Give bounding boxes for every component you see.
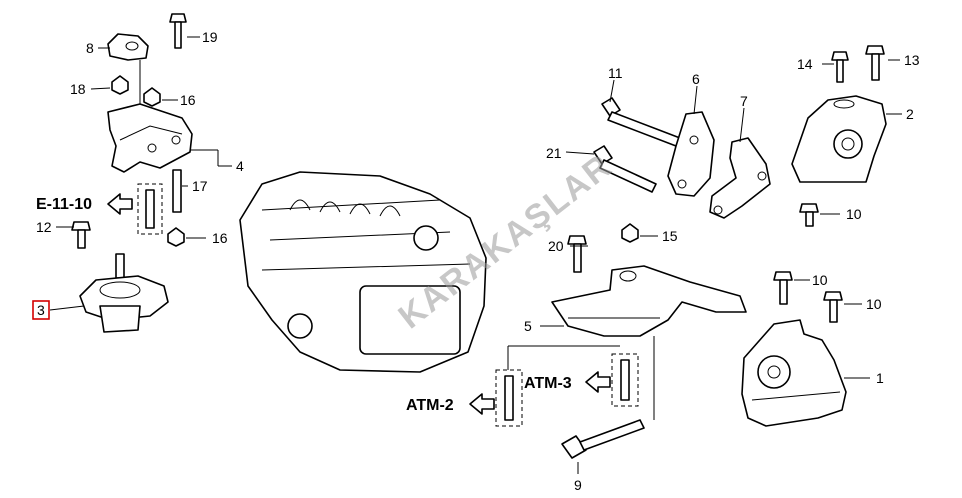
callout-17[interactable]: 17 bbox=[192, 178, 208, 194]
callout-5[interactable]: 5 bbox=[524, 318, 532, 334]
part-19-bolt bbox=[169, 13, 187, 49]
callout-15[interactable]: 15 bbox=[662, 228, 678, 244]
callout-18[interactable]: 18 bbox=[70, 81, 86, 97]
part-16-nut-upper bbox=[143, 87, 161, 107]
part-5-bracket bbox=[551, 265, 747, 337]
callout-16-upper[interactable]: 16 bbox=[180, 92, 196, 108]
callout-3-highlight bbox=[32, 300, 50, 320]
part-10-bolt-c bbox=[823, 291, 843, 323]
part-8-bracket bbox=[107, 33, 149, 61]
stud-reference-box-atm3 bbox=[611, 353, 639, 407]
callout-8[interactable]: 8 bbox=[86, 40, 94, 56]
callout-3[interactable]: 3 bbox=[37, 302, 45, 318]
part-17-stud bbox=[172, 169, 182, 213]
engine-block bbox=[239, 171, 487, 373]
part-21-bolt bbox=[593, 145, 657, 193]
callout-2[interactable]: 2 bbox=[906, 106, 914, 122]
reference-atm-3[interactable]: ATM-3 bbox=[524, 375, 572, 392]
callout-6[interactable]: 6 bbox=[692, 71, 700, 87]
part-11-bolt bbox=[601, 97, 681, 147]
part-12-bolt bbox=[71, 221, 91, 249]
callout-9[interactable]: 9 bbox=[574, 477, 582, 493]
part-4-bracket bbox=[107, 103, 193, 173]
part-13-bolt bbox=[865, 45, 885, 81]
callout-1[interactable]: 1 bbox=[876, 370, 884, 386]
callout-10-c[interactable]: 10 bbox=[866, 296, 882, 312]
callout-21[interactable]: 21 bbox=[546, 145, 562, 161]
arrow-atm3 bbox=[585, 371, 611, 393]
callout-10-a[interactable]: 10 bbox=[846, 206, 862, 222]
arrow-atm2 bbox=[469, 393, 495, 415]
part-7-bracket bbox=[709, 137, 771, 219]
stud-reference-box-atm2 bbox=[495, 369, 523, 427]
callout-7[interactable]: 7 bbox=[740, 93, 748, 109]
reference-e-11-10[interactable]: E-11-10 bbox=[36, 196, 92, 213]
callout-12[interactable]: 12 bbox=[36, 219, 52, 235]
stud-reference-box-left bbox=[137, 183, 163, 235]
part-10-bolt-b bbox=[773, 271, 793, 305]
callout-16-lower[interactable]: 16 bbox=[212, 230, 228, 246]
callout-10-b[interactable]: 10 bbox=[812, 272, 828, 288]
reference-atm-2[interactable]: ATM-2 bbox=[406, 397, 454, 414]
callout-11[interactable]: 11 bbox=[608, 65, 623, 81]
callout-13[interactable]: 13 bbox=[904, 52, 920, 68]
part-18-nut bbox=[111, 75, 129, 95]
part-2-mount bbox=[791, 95, 887, 183]
leader-lines bbox=[49, 36, 902, 474]
part-20-bolt bbox=[567, 235, 587, 273]
stud-in-box-atm3 bbox=[620, 359, 630, 401]
callout-20[interactable]: 20 bbox=[548, 238, 564, 254]
stud-in-box-left bbox=[145, 189, 155, 229]
part-15-nut bbox=[621, 223, 639, 243]
part-1-mount bbox=[741, 319, 847, 427]
stud-in-box-atm2 bbox=[504, 375, 514, 421]
callout-4[interactable]: 4 bbox=[236, 158, 244, 174]
part-10-bolt-a bbox=[799, 203, 819, 227]
part-9-bolt bbox=[561, 419, 645, 459]
part-16-nut-lower bbox=[167, 227, 185, 247]
part-14-bolt bbox=[831, 51, 849, 83]
callout-19[interactable]: 19 bbox=[202, 29, 218, 45]
part-3-mount bbox=[79, 253, 169, 333]
part-6-bracket bbox=[667, 111, 715, 197]
arrow-e1110 bbox=[107, 193, 133, 215]
callout-14[interactable]: 14 bbox=[797, 56, 813, 72]
